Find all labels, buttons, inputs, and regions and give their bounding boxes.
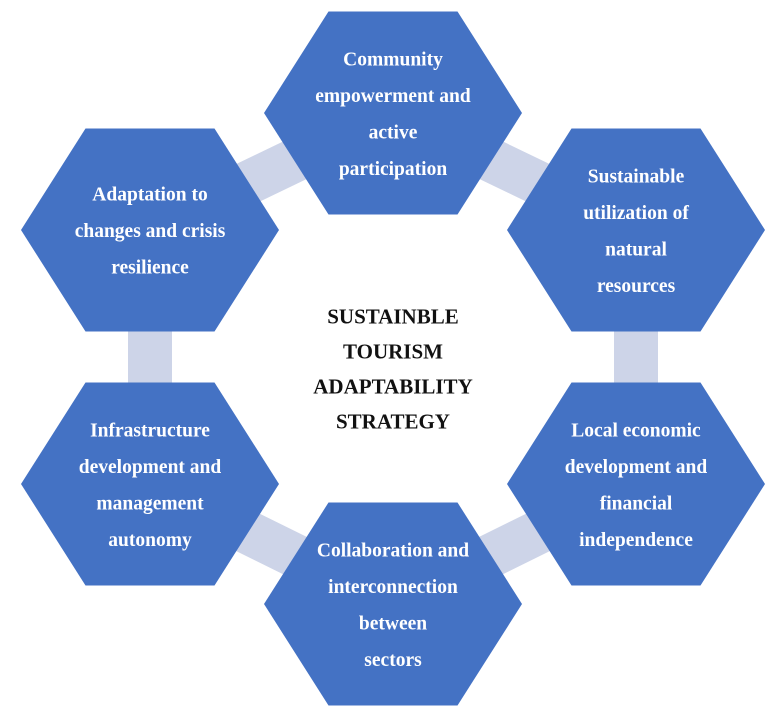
center-title-line: SUSTAINBLE	[327, 305, 459, 329]
hexagon-label-line: empowerment and	[315, 86, 471, 107]
hexagon-economic: Local economic development and financial in…	[507, 382, 765, 586]
hexagon-natural: Sustainable utilization of natural resource…	[507, 128, 765, 332]
hexagon-adaptation: Adaptation to changes and crisis resilienc…	[21, 128, 279, 332]
hexagon-community: Community empowerment and active participat…	[264, 11, 522, 215]
hexagon-label-line: active	[369, 122, 418, 143]
hexagon-shape	[21, 128, 279, 332]
hexagon-label-line: Adaptation to	[92, 185, 207, 206]
hexagon-label-line: management	[96, 493, 204, 514]
hexagon-label-line: resources	[597, 276, 676, 297]
hexagon-collaboration: Collaboration and interconnection between s…	[264, 502, 522, 706]
hexagon-label-line: Community	[343, 49, 443, 70]
hexagon-label-line: Collaboration and	[317, 540, 469, 561]
hexagon-shape	[264, 11, 522, 215]
center-title-line: STRATEGY	[336, 410, 450, 434]
hexagon-label-line: development and	[565, 457, 708, 478]
hexagon-group: Community empowerment and active participat…	[21, 11, 765, 706]
center-title: SUSTAINBLE TOURISM ADAPTABILITY STRATEGY	[313, 305, 472, 434]
hexagon-label-line: sectors	[364, 650, 422, 671]
hexagon-label-line: interconnection	[328, 577, 458, 598]
hexagon-label-line: Sustainable	[588, 166, 685, 187]
hexagon-label-line: between	[359, 613, 427, 634]
hexagon-label-line: Infrastructure	[90, 420, 210, 441]
hexagon-label-line: financial	[600, 493, 673, 514]
hexagon-label-line: development and	[79, 457, 222, 478]
hexagon-label-line: autonomy	[108, 530, 192, 551]
hexagon-label-line: Local economic	[571, 420, 701, 441]
center-title-line: ADAPTABILITY	[313, 375, 472, 399]
hexagon-infrastructure: Infrastructure development and management a…	[21, 382, 279, 586]
hexagon-shape	[264, 502, 522, 706]
hexagon-label-line: natural	[605, 239, 667, 260]
hexagon-shape	[507, 128, 765, 332]
hexagon-label-line: participation	[339, 159, 447, 180]
hexagon-label-line: independence	[579, 530, 693, 551]
hexagon-label-line: resilience	[111, 258, 189, 279]
hexagon-label-line: changes and crisis	[75, 221, 226, 242]
hexagon-label-line: utilization of	[583, 203, 689, 224]
center-title-line: TOURISM	[343, 340, 443, 364]
hexagon-shape	[21, 382, 279, 586]
hexagon-shape	[507, 382, 765, 586]
